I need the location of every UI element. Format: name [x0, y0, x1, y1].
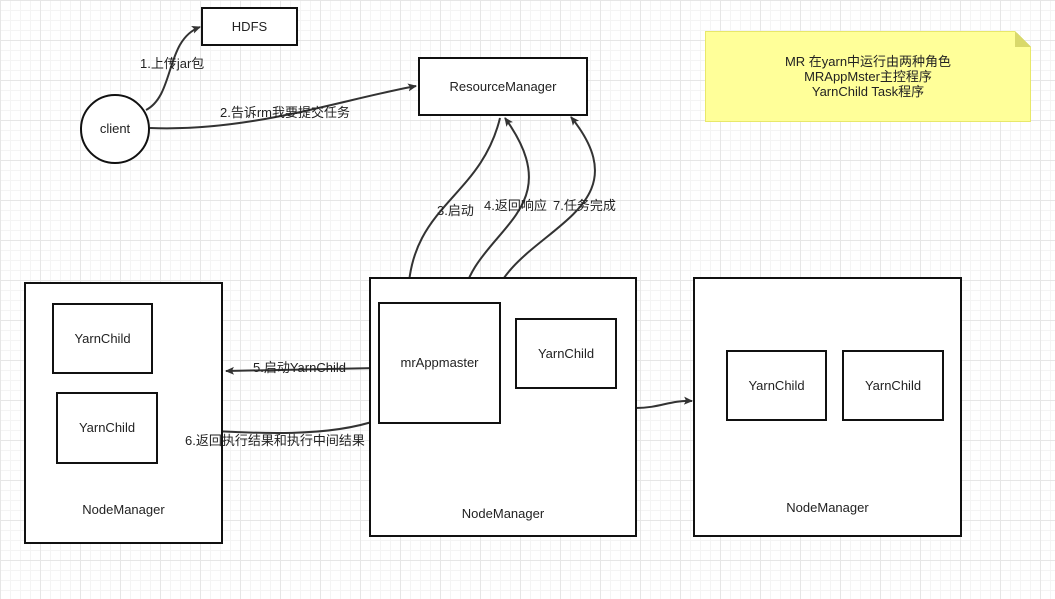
client-label: client: [99, 121, 131, 136]
hdfs-label: HDFS: [231, 18, 268, 34]
yarnchild-left-2-label: YarnChild: [78, 420, 136, 435]
client-node: client: [80, 94, 150, 164]
edge-nm-to-nm: [635, 396, 693, 409]
resource-manager-label: ResourceManager: [449, 78, 557, 94]
yarnchild-right-1-label: YarnChild: [748, 377, 805, 393]
yarnchild-right-1: YarnChild: [726, 350, 827, 421]
yarnchild-right-2-label: YarnChild: [864, 377, 922, 393]
edge-label-start: 3.启动: [437, 203, 474, 218]
node-manager-center-label: NodeManager: [461, 506, 545, 521]
yarnchild-left-1: YarnChild: [52, 303, 153, 374]
note-fold: [1015, 31, 1031, 47]
note-card: MR 在yarn中运行由两种角色 MRAppMster主控程序 YarnChil…: [705, 31, 1031, 122]
note-line-2: MRAppMster主控程序: [804, 69, 932, 84]
resource-manager-node: ResourceManager: [418, 57, 588, 116]
edge-upload-jar: [145, 26, 201, 111]
note-line-3: YarnChild Task程序: [811, 84, 925, 99]
edge-tell-rm: [149, 83, 417, 130]
hdfs-node: HDFS: [201, 7, 298, 46]
edge-task-complete: [491, 116, 596, 304]
yarnchild-right-2: YarnChild: [842, 350, 944, 421]
edge-start: [404, 117, 501, 301]
yarnchild-left-1-label: YarnChild: [74, 330, 131, 346]
edge-label-return-results: 6.返回执行结果和执行中间结果: [185, 433, 365, 448]
edge-label-return-response: 4.返回响应: [484, 198, 547, 213]
note-text: MR 在yarn中运行由两种角色 MRAppMster主控程序 YarnChil…: [706, 54, 1030, 99]
node-manager-left-label: NodeManager: [82, 502, 165, 517]
note-line-1: MR 在yarn中运行由两种角色: [784, 54, 952, 69]
yarnchild-left-2: YarnChild: [56, 392, 158, 464]
node-manager-right-label: NodeManager: [786, 500, 869, 515]
edge-start-yarnchild: [225, 366, 379, 375]
edge-label-tell-rm: 2.告诉rm我要提交任务: [220, 105, 351, 120]
yarnchild-center-label: YarnChild: [537, 345, 595, 361]
edge-label-task-complete: 7.任务完成: [553, 198, 616, 213]
mr-appmaster-node: mrAppmaster: [378, 302, 501, 424]
mr-appmaster-label: mrAppmaster: [400, 355, 479, 370]
edge-label-start-yarnchild: 5.启动YarnChild: [253, 360, 346, 375]
yarnchild-center: YarnChild: [515, 318, 617, 389]
edge-label-upload-jar: 1.上传jar包: [140, 56, 205, 71]
